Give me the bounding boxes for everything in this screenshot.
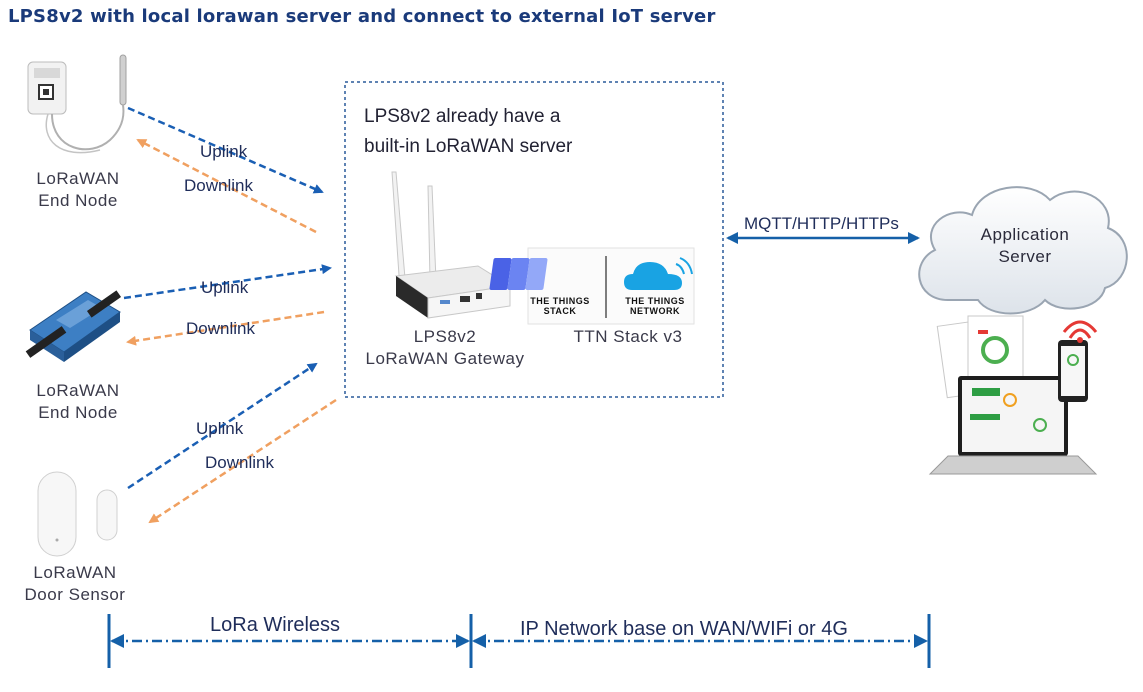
downlink-arrow-2 bbox=[126, 310, 325, 346]
protocol-label: MQTT/HTTP/HTTPs bbox=[744, 214, 899, 233]
node-caption-3: LoRaWAN Door Sensor bbox=[24, 563, 126, 604]
temperature-sensor-icon bbox=[27, 54, 127, 154]
gateway-box bbox=[344, 81, 724, 398]
uplink-label-1: Uplink bbox=[200, 142, 248, 161]
gateway-caption-line1: LPS8v2 bbox=[413, 327, 477, 346]
things-network-logo-icon bbox=[624, 257, 693, 290]
things-stack-logo-icon bbox=[489, 258, 548, 290]
gateway-caption: LPS8v2 LoRaWAN Gateway bbox=[362, 326, 528, 370]
box-text-line2: built-in LoRaWAN server bbox=[364, 136, 573, 157]
ttn-logos bbox=[489, 247, 695, 325]
things-stack-logo-text: THE THINGS STACK bbox=[530, 296, 590, 316]
downlink-arrow-3 bbox=[148, 398, 337, 524]
uplink-label-3: Uplink bbox=[196, 419, 244, 438]
uplink-label-2: Uplink bbox=[201, 278, 249, 297]
downlink-label-1: Downlink bbox=[184, 176, 253, 195]
page-title: LPS8v2 with local lorawan server and con… bbox=[8, 6, 716, 27]
downlink-arrow-1 bbox=[136, 138, 317, 234]
gateway-device-icon bbox=[391, 171, 512, 319]
dashboard-devices-icon bbox=[928, 315, 1098, 475]
uplink-arrow-1 bbox=[127, 106, 324, 194]
things-network-logo-text: THE THINGS NETWORK bbox=[625, 296, 685, 316]
lora-wireless-label: LoRa Wireless bbox=[210, 614, 341, 636]
gateway-box-description: LPS8v2 already have a built-in LoRaWAN s… bbox=[364, 102, 572, 162]
server-caption: Application Server bbox=[980, 225, 1070, 266]
node-caption-1: LoRaWAN End Node bbox=[36, 169, 120, 210]
node-caption-2: LoRaWAN End Node bbox=[36, 381, 120, 422]
din-rail-node-icon bbox=[25, 290, 122, 362]
downlink-label-2: Downlink bbox=[186, 319, 255, 338]
downlink-label-3: Downlink bbox=[205, 453, 274, 472]
box-text-line1: LPS8v2 already have a bbox=[364, 106, 561, 127]
cloud-icon bbox=[918, 186, 1128, 315]
door-sensor-icon bbox=[37, 471, 118, 557]
uplink-arrow-3 bbox=[127, 362, 318, 490]
uplink-arrow-2 bbox=[123, 264, 332, 300]
gateway-caption-line2: LoRaWAN Gateway bbox=[365, 349, 525, 368]
ttn-caption: TTN Stack v3 bbox=[573, 327, 683, 346]
ip-network-label: IP Network base on WAN/WIFi or 4G bbox=[520, 618, 848, 640]
